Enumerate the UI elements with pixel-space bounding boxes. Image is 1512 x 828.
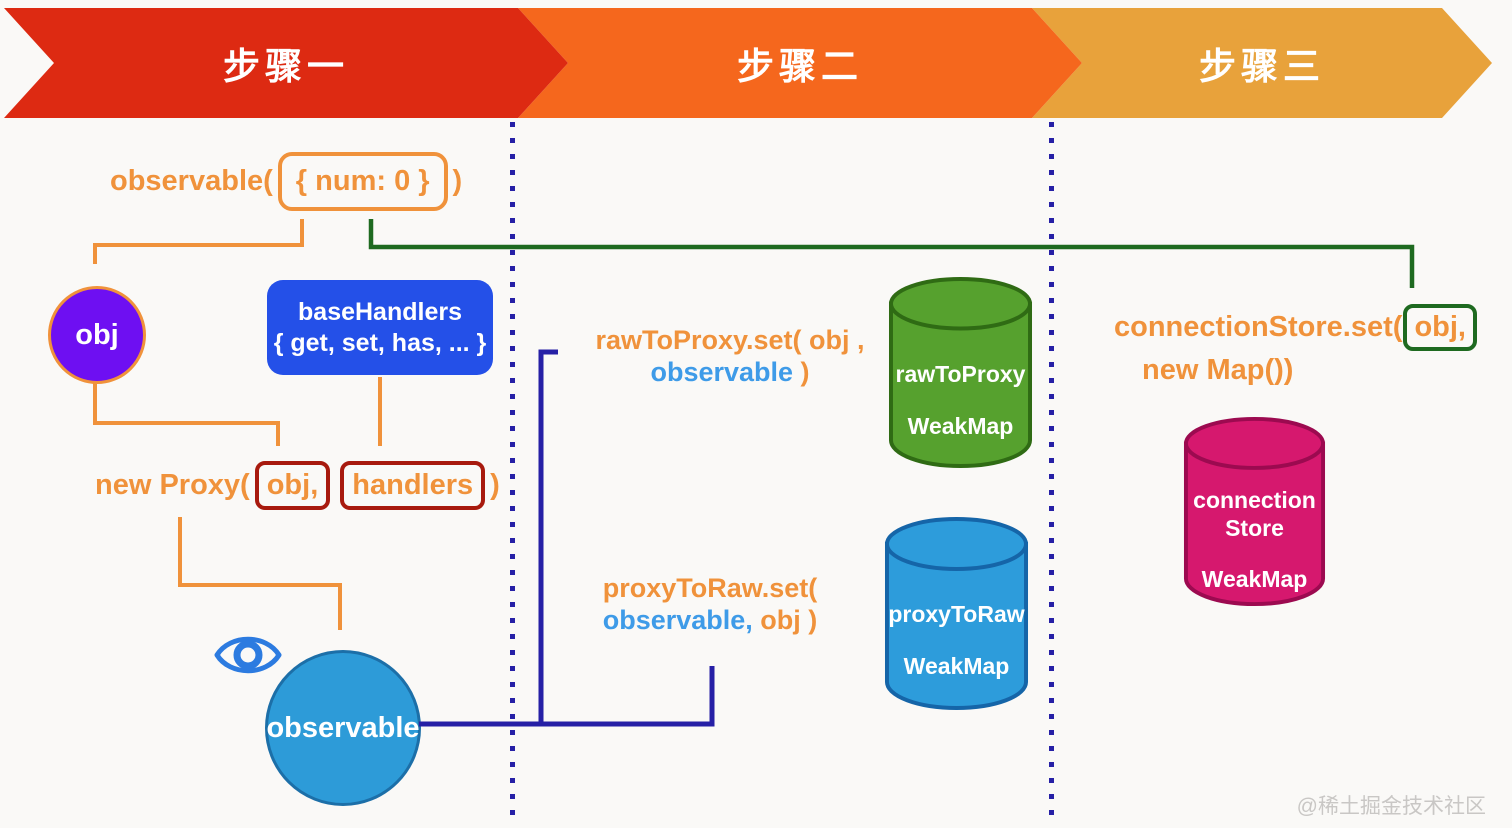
raw-to-proxy-cylinder-name: rawToProxy [895,361,1026,387]
eye-icon [212,630,284,685]
new-proxy-call: new Proxy( obj, handlers ) [95,461,500,510]
banner-step-3-label: 步骤三 [1199,46,1325,87]
raw-to-proxy-call-arg: observable [650,357,794,387]
proxy-to-raw-call-arg: observable, [602,605,753,635]
observable-call-suffix: ) [452,165,463,197]
base-handlers-traps: { get, set, has, ... } [273,328,487,357]
obj-circle-label: obj [75,318,119,351]
proxy-arg-obj: obj, [266,469,319,501]
observable-circle-label: observable [266,711,420,744]
step-divider-1 [510,122,515,818]
raw-to-proxy-call-line2: observable ) [572,356,888,388]
connection-obj-arg: obj, [1414,311,1466,343]
watermark: @稀土掘金技术社区 [1296,795,1486,818]
base-handlers-box: baseHandlers { get, set, has, ... } [267,280,493,375]
connection-store-call-line2: new Map()) [1142,354,1294,386]
connection-store-cylinder-type: WeakMap [1201,566,1308,592]
proxy-arg-handlers-box: handlers [340,461,486,510]
observable-call-arg-box: { num: 0 } [277,152,448,211]
proxy-arg-handlers: handlers [352,469,474,501]
connection-store-call: connectionStore.set( obj, new Map()) [1114,304,1477,387]
connection-store-call-prefix: connectionStore.set( [1114,311,1403,343]
raw-to-proxy-call-close: ) [800,357,810,387]
step-divider-2 [1049,122,1054,818]
banner-step-2-label: 步骤二 [737,46,863,87]
raw-to-proxy-cylinder: rawToProxy WeakMap [888,276,1033,470]
banner-step-1-label: 步骤一 [223,46,349,87]
connection-obj-box: obj, [1403,304,1477,351]
cylinder-shape [884,517,1029,710]
raw-to-proxy-cylinder-type: WeakMap [907,413,1014,439]
proxy-to-raw-cylinder: proxyToRaw WeakMap [884,516,1029,712]
proxy-to-raw-call-line1: proxyToRaw.set( [602,573,818,603]
proxy-to-raw-cylinder-type: WeakMap [903,653,1010,679]
connection-store-cylinder-name2: Store [1225,515,1284,541]
base-handlers-title: baseHandlers [298,297,462,326]
obj-circle: obj [48,286,146,384]
proxy-to-raw-cylinder-name: proxyToRaw [888,601,1025,627]
new-proxy-prefix: new Proxy( [95,469,250,501]
connection-store-cylinder-name1: connection [1193,487,1316,513]
cylinder-shape [1183,416,1326,607]
raw-to-proxy-call-line1: rawToProxy.set( obj , [595,325,865,355]
banner-step-3: 步骤三 [1032,8,1492,118]
connection-store-call-line1: connectionStore.set( obj, [1114,304,1477,351]
raw-to-proxy-call: rawToProxy.set( obj , observable ) [572,324,888,388]
connection-store-cylinder: connection Store WeakMap [1183,416,1326,608]
proxy-arg-obj-box: obj, [254,461,331,510]
proxy-to-raw-call: proxyToRaw.set( observable, obj ) [552,572,868,636]
proxy-to-raw-call-line2: observable, obj ) [552,604,868,636]
observable-call: observable( { num: 0 } ) [110,152,462,211]
new-proxy-suffix: ) [490,469,500,501]
observable-call-prefix: observable( [110,165,273,197]
observable-call-arg: { num: 0 } [295,165,430,197]
observable-circle: observable [265,650,421,806]
banner-step-1: 步骤一 [4,8,568,118]
proxy-to-raw-call-close: obj ) [760,605,818,635]
banner-step-2: 步骤二 [518,8,1082,118]
